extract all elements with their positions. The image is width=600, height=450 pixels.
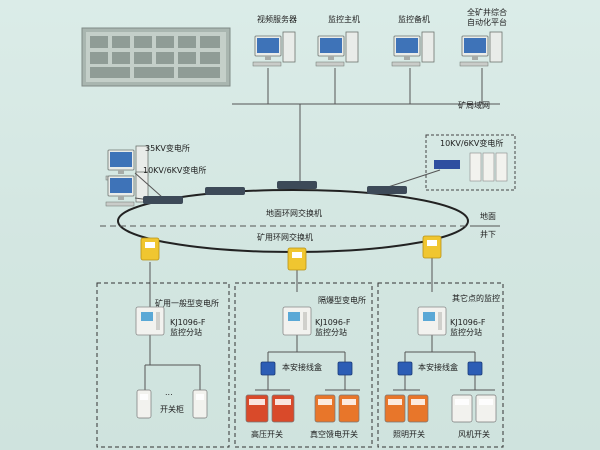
ground-label: 地面: [480, 212, 496, 221]
cabinet-panel: [388, 399, 402, 405]
keyboard: [252, 61, 282, 67]
zone3-junction-label: 本安接线盒: [418, 363, 458, 372]
ground-switch: [143, 181, 407, 204]
junction-box: [337, 361, 353, 376]
zone3-title: 其它点的监控: [452, 294, 500, 303]
zone2-station-model: KJ1096-F: [315, 318, 351, 327]
cabinet-panel: [342, 399, 356, 405]
zone3-switch-left-label: 照明开关: [393, 430, 425, 439]
platform-label-line2: 自动化平台: [467, 18, 507, 27]
zone2-switch-right-label: 真空馈电开关: [310, 430, 358, 439]
keyboard: [315, 61, 345, 67]
monitor-backup-computer: [391, 31, 435, 67]
monitor-backup-label: 监控备机: [398, 15, 430, 24]
zone1-title: 矿用一般型变电所: [155, 299, 219, 308]
cabinet-panel: [196, 394, 204, 400]
sub-10kv-left-label: 10KV/6KV变电所: [143, 166, 207, 175]
video-server-label: 视频服务器: [257, 15, 297, 24]
monitor-screen: [464, 38, 486, 53]
cabinet-panel: [318, 399, 332, 405]
zone-boxes: [96, 282, 504, 448]
zone2-junction-label: 本安接线盒: [282, 363, 322, 372]
mine-ring-label: 矿用环网交换机: [257, 233, 313, 242]
monitor-stand: [328, 56, 334, 60]
sub-35kv-label: 35KV变电所: [145, 144, 190, 153]
monitor-stand: [472, 56, 478, 60]
station-panel: [438, 312, 442, 330]
zone2-title: 隔爆型变电所: [318, 296, 366, 305]
monitor-host-computer: [315, 31, 359, 67]
ground-ring-label: 地面环网交换机: [266, 209, 322, 218]
lan-label: 矿局域网: [458, 101, 490, 110]
zone2-station-name: 监控分站: [315, 328, 347, 337]
station-panel: [303, 312, 307, 330]
zone3-station-name: 监控分站: [450, 328, 482, 337]
tower: [421, 31, 435, 63]
lan-bus: [232, 68, 500, 183]
tower: [345, 31, 359, 63]
zone1-station-name: 监控分站: [170, 328, 202, 337]
switch-cabinets: [136, 389, 497, 423]
monitor-stand: [118, 170, 124, 174]
junction-box: [397, 361, 413, 376]
monitor-screen: [257, 38, 279, 53]
cabinet-panel: [479, 399, 493, 405]
junction-boxes: [260, 361, 483, 376]
cabinet-panel: [455, 399, 469, 405]
junction-box: [467, 361, 483, 376]
monitor-stand: [265, 56, 271, 60]
monitor-screen: [110, 152, 132, 167]
mine-switch: [140, 235, 442, 271]
station-panel: [156, 312, 160, 330]
zone1-station-model: KJ1096-F: [170, 318, 206, 327]
zone3-station-model: KJ1096-F: [450, 318, 486, 327]
cabinet-panel: [275, 399, 291, 405]
tower: [282, 31, 296, 63]
monitor-host-label: 监控主机: [328, 15, 360, 24]
zone1-dots: ...: [165, 388, 173, 397]
automation-platform-computer: [459, 31, 503, 67]
monitor-screen: [396, 38, 418, 53]
monitor-stand: [118, 196, 124, 200]
station-screen: [288, 312, 300, 321]
video-wall: [81, 27, 231, 87]
monitor-screen: [110, 178, 132, 193]
monitor-stand: [404, 56, 410, 60]
tower: [135, 171, 149, 203]
cabinet-panel: [411, 399, 425, 405]
keyboard: [391, 61, 421, 67]
video-server-computer: [252, 31, 296, 67]
cabinet-panel: [249, 399, 265, 405]
station-screen: [141, 312, 153, 321]
tower: [489, 31, 503, 63]
keyboard: [105, 201, 135, 207]
cabinet-panel: [140, 394, 148, 400]
station-screen: [423, 312, 435, 321]
zone2-switch-left-label: 高压开关: [251, 430, 283, 439]
monitoring-stations: [135, 306, 447, 336]
substation-10kv-left-computer: [105, 171, 149, 207]
junction-box: [260, 361, 276, 376]
keyboard: [459, 61, 489, 67]
zone1-cabinet-label: 开关柜: [160, 405, 184, 414]
substation-10kv-right-box: [425, 134, 516, 191]
platform-label-line1: 全矿井综合: [467, 8, 507, 17]
sub-10kv-right-label: 10KV/6KV变电所: [440, 139, 504, 148]
zone3-switch-right-label: 风机开关: [458, 430, 490, 439]
underground-label: 井下: [480, 230, 496, 239]
monitor-screen: [320, 38, 342, 53]
